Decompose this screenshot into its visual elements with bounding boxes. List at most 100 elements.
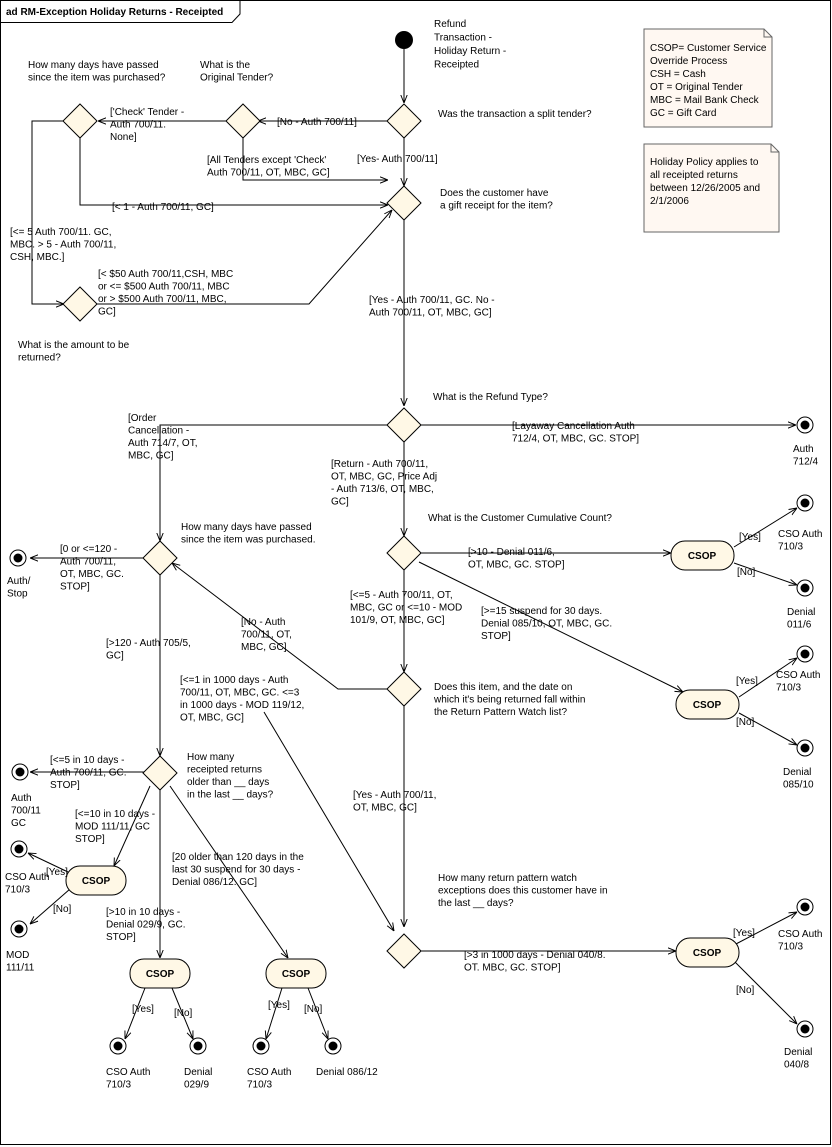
svg-text:CSOP: CSOP bbox=[693, 948, 722, 959]
edge-receipted-le10 bbox=[114, 785, 151, 866]
guard-yes-watch: [Yes - Auth 700/11,OT, MBC, GC] bbox=[353, 790, 436, 814]
edge-tender-all bbox=[242, 138, 388, 180]
final-nodes bbox=[9, 416, 814, 1055]
edge-csop4-no bbox=[171, 987, 193, 1039]
edge-days1-lt1 bbox=[79, 138, 388, 205]
decision-cumulative-count bbox=[386, 535, 422, 571]
final-denial-086-label: Denial 086/12 bbox=[316, 1067, 378, 1078]
guard-gt10: [>10 - Denial 011/6,OT, MBC, GC. STOP] bbox=[468, 547, 565, 571]
final-mod-111 bbox=[10, 920, 28, 938]
guard-csop3-no: [No] bbox=[53, 904, 72, 915]
start-node bbox=[395, 31, 413, 49]
final-auth-stop bbox=[9, 549, 27, 567]
final-denial-040 bbox=[796, 1020, 814, 1038]
guard-le5: [<= 5 Auth 700/11. GC,MBC. > 5 - Auth 70… bbox=[10, 227, 116, 263]
csop-actions: CSOP CSOP CSOP CSOP CSOP CSOP bbox=[65, 540, 740, 989]
guard-csop1-yes: [Yes] bbox=[739, 532, 761, 543]
edge-csop5-no bbox=[307, 987, 328, 1039]
final-cso-auth-4 bbox=[109, 1037, 127, 1055]
final-auth-712 bbox=[796, 416, 814, 434]
guard-return: [Return - Auth 700/11,OT, MBC, GC, Price… bbox=[331, 459, 437, 508]
edge-csop2-yes bbox=[738, 658, 797, 698]
decision-exceptions bbox=[386, 933, 422, 969]
edge-receipted-older bbox=[169, 785, 288, 958]
final-cso-auth-5 bbox=[252, 1037, 270, 1055]
svg-text:CSOP: CSOP bbox=[688, 551, 717, 562]
guard-yes-split: [Yes- Auth 700/11] bbox=[357, 154, 438, 165]
guard-gt120: [>120 - Auth 705/5,GC] bbox=[106, 638, 191, 662]
final-denial-086 bbox=[324, 1037, 342, 1055]
guard-zero-120: [0 or <=120 -Auth 700/11,OT, MBC, GC.STO… bbox=[60, 544, 124, 593]
final-denial-029 bbox=[189, 1037, 207, 1055]
guard-csop4-yes: [Yes] bbox=[132, 1004, 154, 1015]
decision-split-tender bbox=[386, 103, 422, 139]
guard-le5-mod: [<=5 - Auth 700/11, OT,MBC, GC or <=10 -… bbox=[350, 590, 462, 626]
edge-csop3-no bbox=[30, 888, 71, 924]
edge-order-cancel bbox=[160, 424, 387, 541]
guard-lt1: [< 1 - Auth 700/11, GC] bbox=[112, 202, 214, 213]
decision-nodes bbox=[62, 103, 422, 969]
edge-le1-1000 bbox=[263, 711, 394, 931]
decision-original-tender bbox=[225, 103, 261, 139]
decision-watch-list bbox=[386, 671, 422, 707]
edge-amount-gift bbox=[94, 210, 392, 305]
guard-gt3: [>3 in 1000 days - Denial 040/8.OT. MBC,… bbox=[464, 950, 605, 974]
guard-ge15: [>=15 suspend for 30 days.Denial 085/10,… bbox=[481, 606, 612, 642]
csop-action-2: CSOP bbox=[675, 689, 740, 720]
title-tab bbox=[0, 0, 241, 23]
final-cso-auth-2 bbox=[796, 645, 814, 663]
csop-action-1: CSOP bbox=[670, 540, 735, 571]
guard-csop3-yes: [Yes] bbox=[46, 867, 68, 878]
edge-csop5-yes bbox=[266, 987, 283, 1039]
final-auth-stop-label: Auth/Stop bbox=[7, 576, 31, 600]
guard-csop2-yes: [Yes] bbox=[736, 676, 758, 687]
svg-text:CSOP: CSOP bbox=[282, 969, 311, 980]
guard-csop6-yes: [Yes] bbox=[733, 928, 755, 939]
edge-csop1-no bbox=[733, 562, 797, 585]
edge-csop6-yes bbox=[733, 912, 797, 946]
guard-csop2-no: [No] bbox=[736, 717, 755, 728]
guard-check-tender: ['Check' Tender -Auth 700/11.None] bbox=[110, 107, 184, 143]
final-denial-085 bbox=[796, 739, 814, 757]
guard-csop5-no: [No] bbox=[304, 1004, 323, 1015]
guard-gt10-10: [>10 in 10 days -Denial 029/9, GC.STOP] bbox=[106, 907, 186, 943]
decision-refund-type bbox=[386, 407, 422, 443]
transitions bbox=[28, 49, 797, 1039]
guard-le5-10: [<=5 in 10 days -Auth 700/11, GC.STOP] bbox=[50, 755, 127, 791]
guard-csop4-no: [No] bbox=[174, 1008, 193, 1019]
question-split-tender: Was the transaction a split tender? bbox=[438, 109, 592, 120]
edge-csop2-no bbox=[738, 712, 797, 745]
question-refund-type: What is the Refund Type? bbox=[433, 392, 548, 403]
csop-action-3: CSOP bbox=[65, 865, 127, 896]
final-denial-011 bbox=[796, 579, 814, 597]
